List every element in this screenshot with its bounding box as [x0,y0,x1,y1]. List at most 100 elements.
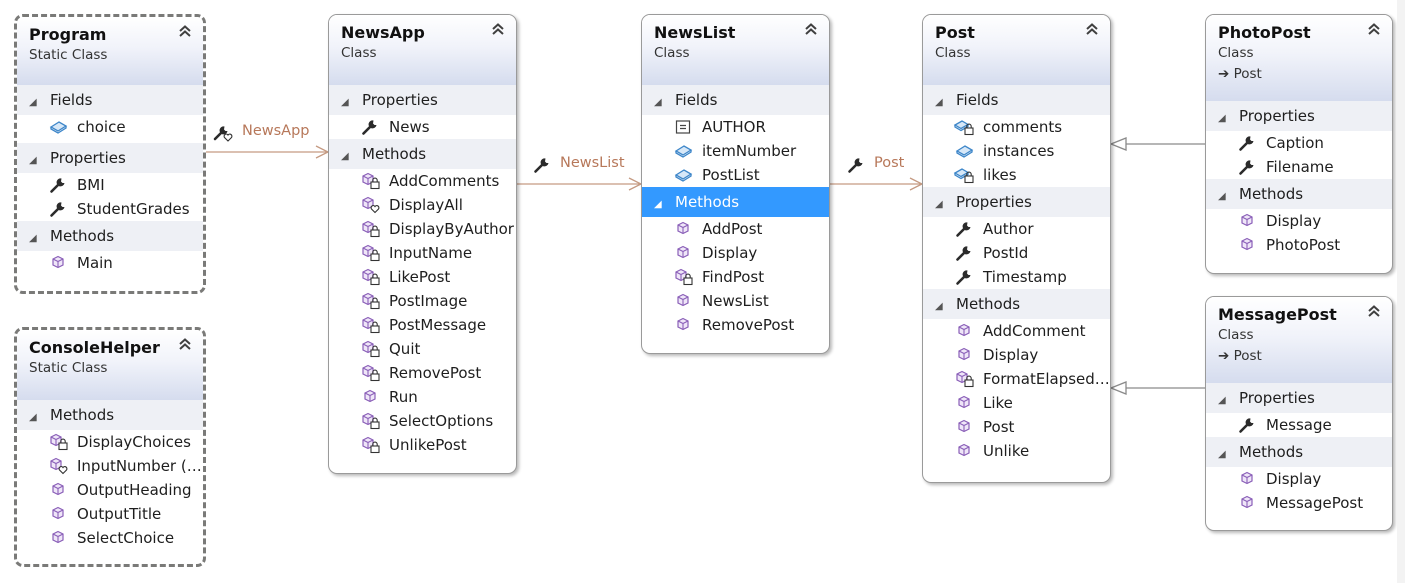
double-chevron-up-icon[interactable] [1366,21,1382,37]
section-methods[interactable]: ◢Methods [17,221,203,251]
field-member[interactable]: comments [923,115,1110,139]
property-member[interactable]: BMI [17,173,203,197]
class-header[interactable]: Post Class [923,15,1110,85]
double-chevron-up-icon[interactable] [1084,21,1100,37]
method-member[interactable]: Quit [329,337,516,361]
class-box-newslist[interactable]: NewsList Class ◢Fields AUTHOR itemNumber… [641,14,830,354]
section-properties[interactable]: ◢Properties [329,85,516,115]
method-member[interactable]: InputName [329,241,516,265]
class-box-messagepost[interactable]: MessagePost Class ➔ Post ◢Properties Mes… [1205,296,1393,531]
triangle-expanded-icon[interactable]: ◢ [1218,191,1226,202]
section-methods[interactable]: ◢Methods [1206,179,1392,209]
field-member[interactable]: itemNumber [642,139,829,163]
property-member[interactable]: Author [923,217,1110,241]
triangle-expanded-icon[interactable]: ◢ [935,199,943,210]
triangle-expanded-icon[interactable]: ◢ [341,97,349,108]
method-member[interactable]: SelectChoice [17,526,203,550]
method-member[interactable]: Post [923,415,1110,439]
class-header[interactable]: NewsApp Class [329,15,516,85]
field-member[interactable]: AUTHOR [642,115,829,139]
triangle-expanded-icon[interactable]: ◢ [935,301,943,312]
class-box-photopost[interactable]: PhotoPost Class ➔ Post ◢Properties Capti… [1205,14,1393,274]
class-header[interactable]: PhotoPost Class ➔ Post [1206,15,1392,101]
field-member[interactable]: instances [923,139,1110,163]
triangle-expanded-icon[interactable]: ◢ [29,155,37,166]
property-member[interactable]: Message [1206,413,1392,437]
base-class-name[interactable]: Post [1233,66,1262,82]
method-member[interactable]: UnlikePost [329,433,516,457]
double-chevron-up-icon[interactable] [803,21,819,37]
property-member[interactable]: Timestamp [923,265,1110,289]
field-member[interactable]: choice [17,115,203,139]
triangle-expanded-icon[interactable]: ◢ [935,97,943,108]
double-chevron-up-icon[interactable] [1366,303,1382,319]
method-member[interactable]: Unlike [923,439,1110,463]
field-member[interactable]: PostList [642,163,829,187]
double-chevron-up-icon[interactable] [177,336,193,352]
section-fields[interactable]: ◢Fields [642,85,829,115]
property-member[interactable]: StudentGrades [17,197,203,221]
method-member[interactable]: LikePost [329,265,516,289]
class-box-newsapp[interactable]: NewsApp Class ◢Properties News ◢Methods … [328,14,517,474]
triangle-expanded-icon[interactable]: ◢ [1218,395,1226,406]
double-chevron-up-icon[interactable] [177,23,193,39]
triangle-expanded-icon[interactable]: ◢ [1218,113,1226,124]
class-header[interactable]: MessagePost Class ➔ Post [1206,297,1392,383]
method-member[interactable]: DisplayByAuthor [329,217,516,241]
property-member[interactable]: Caption [1206,131,1392,155]
method-member[interactable]: SelectOptions [329,409,516,433]
method-member[interactable]: AddPost [642,217,829,241]
section-methods-selected[interactable]: ◢Methods [642,187,829,217]
property-member[interactable]: PostId [923,241,1110,265]
association-label-newslist[interactable]: NewsList [560,155,625,171]
section-properties[interactable]: ◢Properties [17,143,203,173]
method-member[interactable]: MessagePost [1206,491,1392,515]
method-member[interactable]: OutputHeading [17,478,203,502]
property-member[interactable]: Filename [1206,155,1392,179]
method-member[interactable]: DisplayChoices [17,430,203,454]
property-member[interactable]: News [329,115,516,139]
method-member[interactable]: PostImage [329,289,516,313]
method-member[interactable]: OutputTitle [17,502,203,526]
section-properties[interactable]: ◢Properties [923,187,1110,217]
class-header[interactable]: ConsoleHelper Static Class [17,330,203,400]
triangle-expanded-icon[interactable]: ◢ [341,151,349,162]
method-member[interactable]: AddComments [329,169,516,193]
method-member[interactable]: NewsList [642,289,829,313]
class-box-consolehelper[interactable]: ConsoleHelper Static Class ◢Methods Disp… [14,327,206,567]
section-properties[interactable]: ◢Properties [1206,101,1392,131]
section-methods[interactable]: ◢Methods [17,400,203,430]
method-member[interactable]: FindPost [642,265,829,289]
section-fields[interactable]: ◢Fields [923,85,1110,115]
section-methods[interactable]: ◢Methods [923,289,1110,319]
method-member[interactable]: Like [923,391,1110,415]
association-label-newsapp[interactable]: NewsApp [242,123,310,139]
method-member[interactable]: Display [642,241,829,265]
section-methods[interactable]: ◢Methods [1206,437,1392,467]
double-chevron-up-icon[interactable] [490,21,506,37]
class-header[interactable]: Program Static Class [17,17,203,85]
section-properties[interactable]: ◢Properties [1206,383,1392,413]
base-class-name[interactable]: Post [1233,348,1262,364]
section-methods[interactable]: ◢Methods [329,139,516,169]
method-member[interactable]: RemovePost [642,313,829,337]
triangle-expanded-icon[interactable]: ◢ [29,412,37,423]
method-member[interactable]: FormatElapsed… [923,367,1110,391]
triangle-expanded-icon[interactable]: ◢ [1218,449,1226,460]
method-member[interactable]: Display [923,343,1110,367]
method-member[interactable]: Display [1206,467,1392,491]
triangle-expanded-icon[interactable]: ◢ [29,233,37,244]
method-member[interactable]: PostMessage [329,313,516,337]
scrollbar[interactable] [1397,0,1405,583]
section-fields[interactable]: ◢Fields [17,85,203,115]
method-member[interactable]: Display [1206,209,1392,233]
field-member[interactable]: likes [923,163,1110,187]
method-member[interactable]: RemovePost [329,361,516,385]
method-member[interactable]: Main [17,251,203,275]
class-box-post[interactable]: Post Class ◢Fields comments instances li… [922,14,1111,483]
method-member[interactable]: InputNumber (… [17,454,203,478]
method-member[interactable]: DisplayAll [329,193,516,217]
class-box-program[interactable]: Program Static Class ◢Fields choice ◢Pro… [14,14,206,294]
method-member[interactable]: PhotoPost [1206,233,1392,257]
triangle-expanded-icon[interactable]: ◢ [654,199,662,210]
